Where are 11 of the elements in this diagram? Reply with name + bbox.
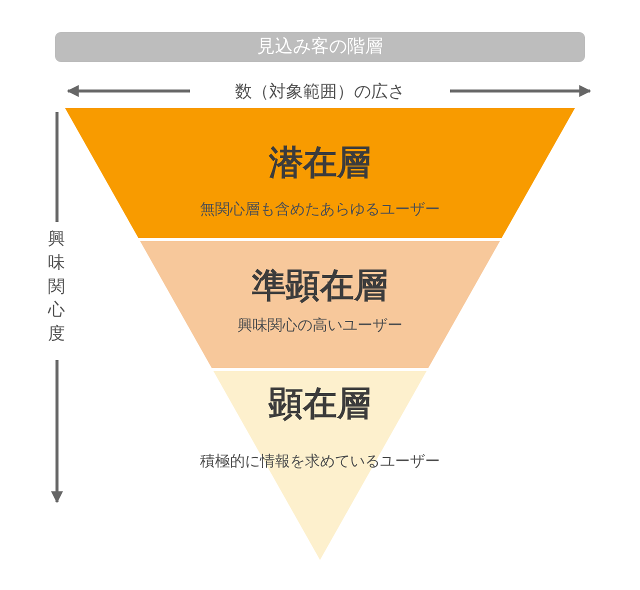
layer-heading: 準顕在層: [251, 265, 389, 308]
layer-description: 興味関心の高いユーザー: [236, 316, 404, 335]
layer-heading: 潜在層: [268, 142, 372, 185]
title-bar: 見込み客の階層: [55, 32, 585, 62]
layer-heading: 顕在層: [267, 383, 372, 426]
axis-label: 数（対象範囲）の広さ: [234, 81, 406, 103]
axis-label: 興味関心度: [48, 228, 65, 346]
funnel-layer: [140, 241, 500, 368]
layer-description: 積極的に情報を求めているユーザー: [199, 452, 441, 471]
layer-description: 無関心層も含めたあらゆるユーザー: [199, 200, 441, 219]
funnel-layer: [65, 108, 575, 238]
